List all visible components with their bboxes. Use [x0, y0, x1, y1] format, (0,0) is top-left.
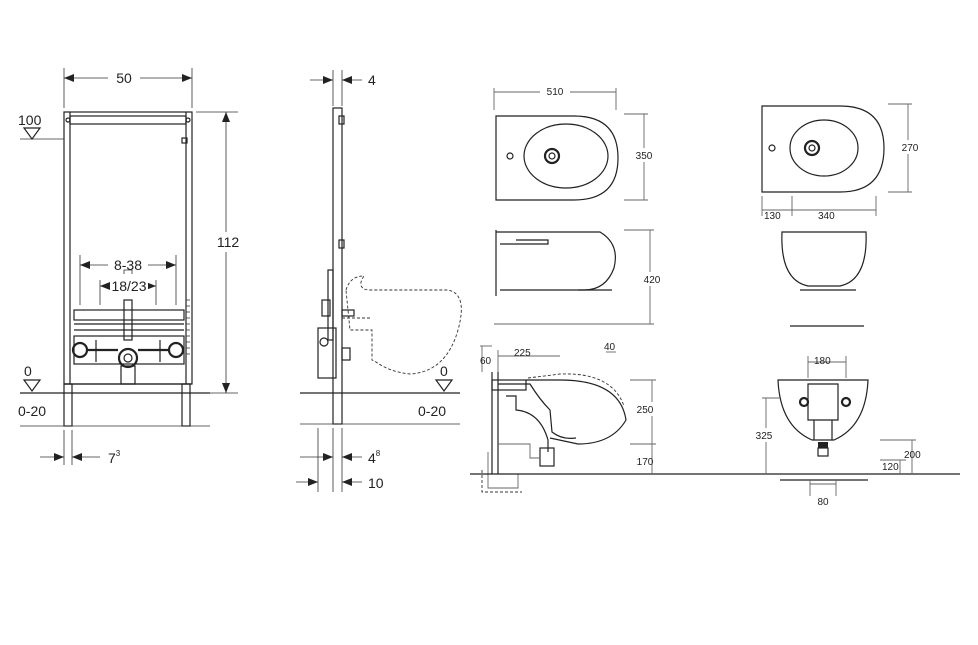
svg-text:73: 73	[108, 449, 121, 466]
small-340-label: 340	[818, 211, 835, 222]
large-depth-label: 350	[636, 151, 653, 162]
connection-range-label: 8-38	[114, 257, 142, 273]
side-floor-range-label: 0-20	[418, 403, 446, 419]
small-200-label: 200	[904, 450, 921, 461]
small-180-label: 180	[814, 356, 831, 367]
bidet-large-views: 510 350 420	[470, 84, 960, 493]
bidet-small-views: 270 130 340 180 325 200 120	[752, 103, 924, 508]
small-80-label: 80	[817, 497, 829, 508]
level-floor-label: 0	[24, 363, 32, 379]
side-depth-label: 4	[368, 72, 376, 88]
connection-spacing-label: 18/23	[111, 278, 146, 294]
large-170-label: 170	[637, 457, 654, 468]
side-foot-total-label: 10	[368, 475, 384, 491]
small-130-label: 130	[764, 211, 781, 222]
foot-offset-sup: 3	[116, 449, 121, 458]
side-level-floor-label: 0	[440, 363, 448, 379]
large-40-label: 40	[604, 342, 616, 353]
frame-side-view: 4 0 0-20 48 10	[296, 70, 462, 492]
small-325-label: 325	[756, 431, 773, 442]
frame-width-label: 50	[116, 70, 132, 86]
large-250-label: 250	[637, 405, 654, 416]
frame-height-label: 112	[217, 234, 240, 250]
large-225-label: 225	[514, 348, 531, 359]
small-depth-label: 270	[902, 143, 919, 154]
side-foot-depth-label: 4	[368, 450, 376, 466]
large-height-label: 420	[644, 275, 661, 286]
foot-offset-label: 7	[108, 450, 116, 466]
svg-text:48: 48	[368, 449, 381, 466]
large-width-label: 510	[547, 87, 564, 98]
side-foot-depth-sup: 8	[376, 449, 381, 458]
large-60-label: 60	[480, 356, 492, 367]
floor-range-label: 0-20	[18, 403, 46, 419]
small-120-label: 120	[882, 462, 899, 473]
level-top-label: 100	[18, 112, 42, 128]
frame-front-view: 50 112 100 8-38 18/23	[18, 68, 242, 466]
